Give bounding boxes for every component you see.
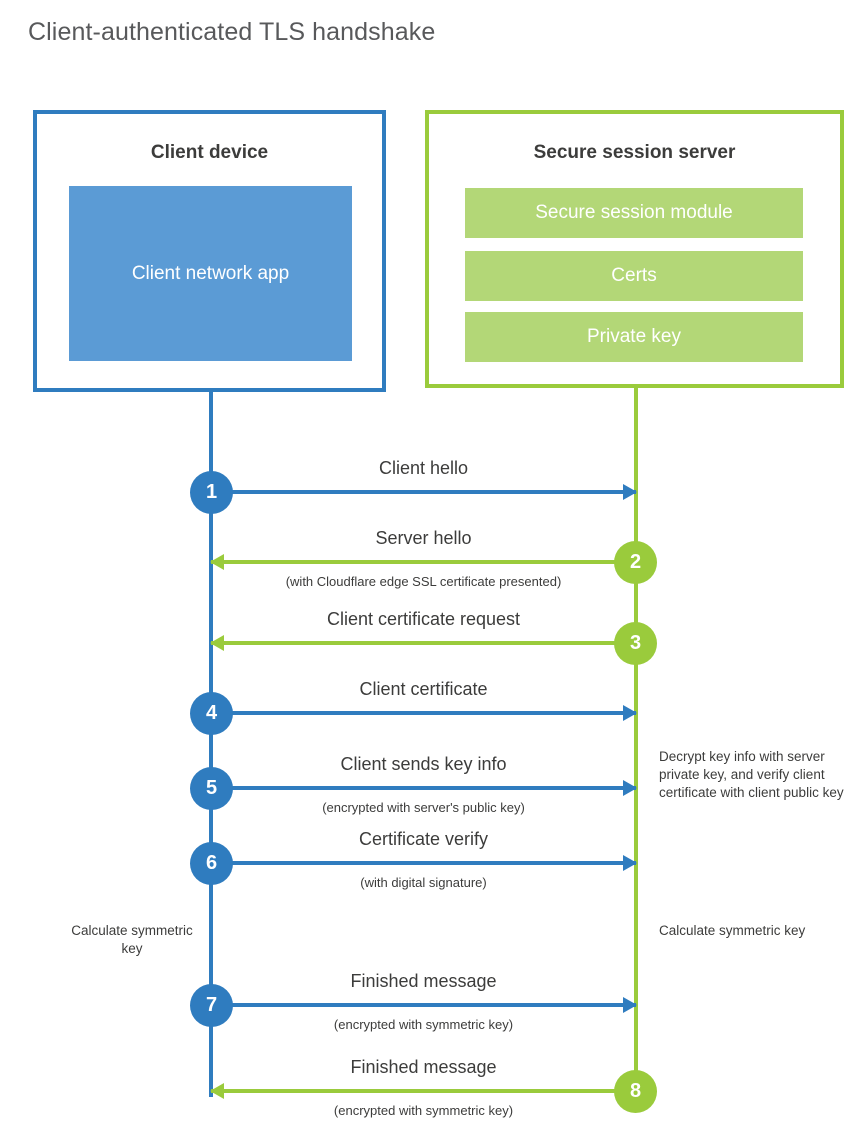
client-lifeline: [209, 392, 213, 1097]
message-sublabel-7: (encrypted with symmetric key): [333, 1017, 514, 1032]
server-lifeline: [634, 388, 638, 1095]
message-label-4: Client certificate: [359, 679, 488, 699]
arrow-head-icon: [623, 780, 637, 796]
message-label-6: Certificate verify: [358, 829, 489, 849]
arrow-head-icon: [623, 997, 637, 1013]
private-key-block: Private key: [465, 312, 803, 362]
arrow-line: [211, 1003, 636, 1007]
message-label-8: Finished message: [350, 1057, 497, 1077]
note-client-calculate-symmetric-key: Calculate symmetric key: [71, 923, 193, 957]
step-badge-2[interactable]: 2: [614, 541, 657, 584]
note-server-decrypt: Decrypt key info with server private key…: [659, 749, 844, 801]
message-sublabel-2: (with Cloudflare edge SSL certificate pr…: [285, 574, 562, 589]
client-device-title: Client device: [150, 142, 269, 163]
arrow-line: [211, 1089, 636, 1093]
arrow-line: [211, 490, 636, 494]
message-sublabel-8: (encrypted with symmetric key): [333, 1103, 514, 1118]
secure-session-module-block: Secure session module: [465, 188, 803, 238]
arrow-head-icon: [623, 855, 637, 871]
arrow-line: [211, 711, 636, 715]
arrow-head-icon: [210, 635, 224, 651]
arrow-line: [211, 786, 636, 790]
message-label-2: Server hello: [375, 528, 472, 548]
step-badge-8[interactable]: 8: [614, 1070, 657, 1113]
step-badge-4[interactable]: 4: [190, 692, 233, 735]
arrow-line: [211, 560, 636, 564]
message-sublabel-6: (with digital signature): [360, 875, 487, 890]
note-server-calculate-symmetric-key: Calculate symmetric key: [659, 923, 806, 938]
certs-block: Certs: [465, 251, 803, 301]
secure-session-server-title: Secure session server: [533, 142, 736, 163]
step-badge-5[interactable]: 5: [190, 767, 233, 810]
arrow-line: [211, 861, 636, 865]
arrow-line: [211, 641, 636, 645]
arrow-head-icon: [210, 554, 224, 570]
message-label-5: Client sends key info: [340, 754, 507, 774]
step-badge-3[interactable]: 3: [614, 622, 657, 665]
message-sublabel-5: (encrypted with server's public key): [322, 800, 525, 815]
client-device-box: Client device Client network app: [33, 110, 386, 392]
arrow-head-icon: [623, 484, 637, 500]
page-title: Client-authenticated TLS handshake: [28, 18, 436, 46]
step-badge-7[interactable]: 7: [190, 984, 233, 1027]
message-label-1: Client hello: [378, 458, 469, 478]
arrow-head-icon: [623, 705, 637, 721]
step-badge-1[interactable]: 1: [190, 471, 233, 514]
step-badge-6[interactable]: 6: [190, 842, 233, 885]
message-label-7: Finished message: [350, 971, 497, 991]
secure-session-server-box: Secure session server Secure session mod…: [425, 110, 844, 388]
arrow-head-icon: [210, 1083, 224, 1099]
client-network-app-block: Client network app: [69, 186, 352, 361]
message-label-3: Client certificate request: [326, 609, 521, 629]
